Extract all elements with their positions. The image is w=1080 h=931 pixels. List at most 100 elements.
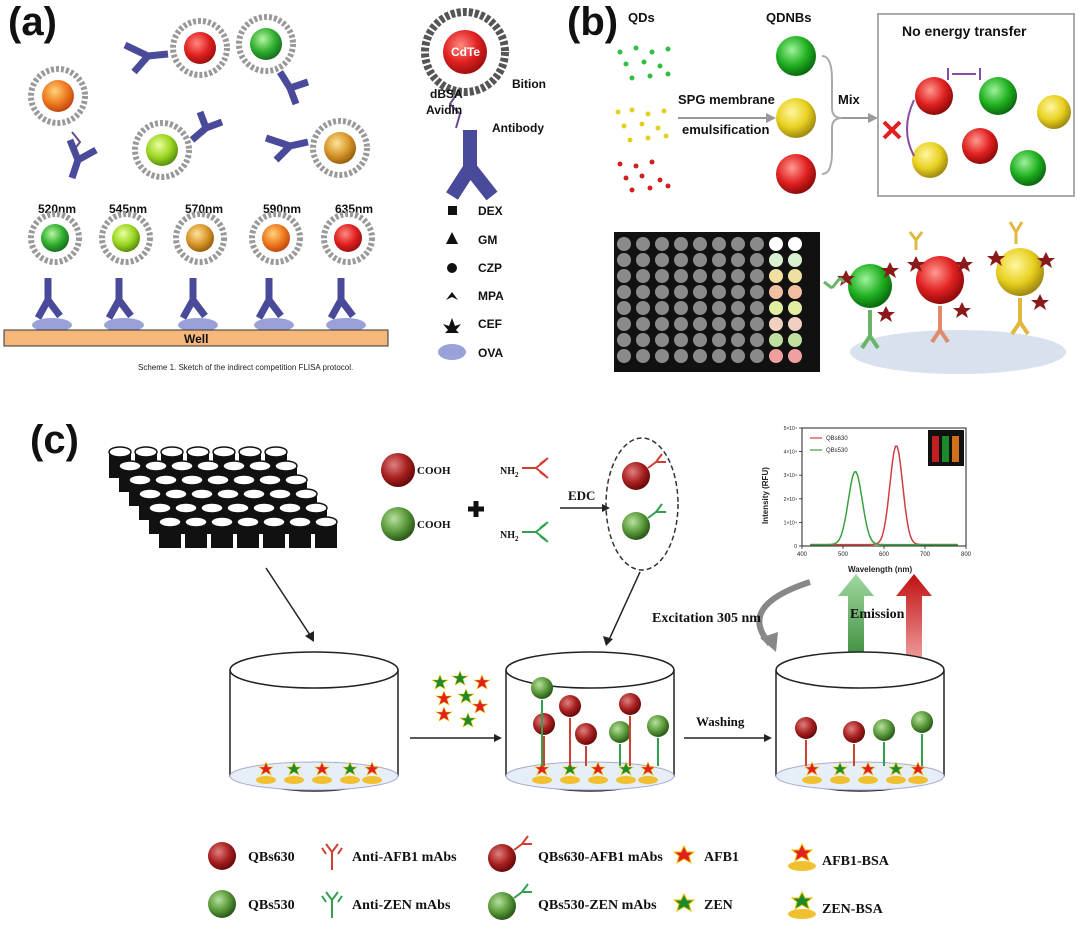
plate-well <box>769 317 783 331</box>
legend-label-cef: CEF <box>478 317 502 331</box>
qdnbs-label: QDNBs <box>766 10 812 25</box>
plate-well <box>674 317 688 331</box>
plate-well <box>636 301 650 315</box>
plate-well <box>750 317 764 331</box>
plate-well <box>788 301 802 315</box>
legend-label-gm: GM <box>478 233 497 247</box>
plate-well <box>636 349 650 363</box>
plate-well <box>693 301 707 315</box>
plate-well <box>655 349 669 363</box>
green-bead-icon <box>208 890 236 918</box>
plate-3d-well <box>159 522 181 548</box>
qd-complex-amber <box>264 118 370 178</box>
nh2-label-1: NH2 <box>500 466 519 479</box>
qd-dots-red <box>617 159 671 193</box>
green-star-bsa-icon <box>790 890 814 911</box>
plate-well <box>769 253 783 267</box>
legend-qbs530-label: QBs530 <box>248 898 295 913</box>
panel-b-letter: (b) <box>567 0 619 44</box>
plate-well <box>655 253 669 267</box>
panel-a-letter: (a) <box>8 0 57 44</box>
qd-complex-red <box>123 18 230 78</box>
plate-well <box>769 237 783 251</box>
avidin-label: Avidin <box>426 103 462 117</box>
anti-zen-reagent <box>522 521 549 543</box>
plate-well <box>674 285 688 299</box>
legend-qbs630-label: QBs630 <box>248 850 295 865</box>
plate-well <box>693 237 707 251</box>
legend-zen-label: ZEN <box>704 898 733 913</box>
plate-well <box>788 253 802 267</box>
legend-qbs630: QBs630 <box>826 436 848 442</box>
plate-well <box>788 237 802 251</box>
anti-afb1-reagent <box>522 457 549 479</box>
chart-x-tick: 700 <box>920 552 931 558</box>
well-bar <box>3 329 389 347</box>
plate-well <box>693 333 707 347</box>
plate-well <box>674 237 688 251</box>
qd-complex-orange <box>28 66 98 180</box>
plate-well <box>655 333 669 347</box>
qd-complex-lime <box>132 110 224 180</box>
plate-3d-well <box>185 522 207 548</box>
microplate-3d <box>108 446 338 548</box>
plate-well <box>674 333 688 347</box>
plate-well <box>655 317 669 331</box>
emission-arrow-green <box>838 574 874 662</box>
legend-afb1-label: AFB1 <box>704 850 739 865</box>
plate-well <box>617 253 631 267</box>
plate-well <box>712 317 726 331</box>
plate-to-well-arrow <box>265 567 313 639</box>
bead-stars <box>837 250 1055 322</box>
legend-label-czp: CZP <box>478 261 502 275</box>
plate-well <box>769 301 783 315</box>
emulsification-arrow-head <box>766 113 776 123</box>
plate-3d-well <box>211 522 233 548</box>
qdnb-red <box>776 154 816 194</box>
plate-well <box>636 237 650 251</box>
antibody-label: Antibody <box>492 121 544 135</box>
plate-well <box>750 237 764 251</box>
analyte-star <box>458 712 478 728</box>
qbs530-reagent <box>381 507 415 541</box>
wavelength-label-5: 635nm <box>335 202 373 216</box>
plate-well <box>674 253 688 267</box>
plate-well <box>693 285 707 299</box>
plate-well <box>636 317 650 331</box>
analyte-stars <box>430 670 492 728</box>
plate-well <box>750 285 764 299</box>
scheme-caption: Scheme 1. Sketch of the indirect competi… <box>138 363 353 372</box>
red-star-bsa-icon <box>790 842 814 863</box>
emission-arrow-red <box>896 574 932 662</box>
red-bead-antibody-icon <box>488 844 516 872</box>
star-icon <box>443 318 461 333</box>
chart-x-tick: 500 <box>838 552 849 558</box>
plate-well <box>731 333 745 347</box>
plate-well <box>655 301 669 315</box>
cooh-label-1: COOH <box>417 465 451 477</box>
washing-label: Washing <box>696 714 745 729</box>
panel-b: QDs QDNBs SPG membrane emulsification Mi… <box>614 10 1075 374</box>
plate-well <box>655 237 669 251</box>
plate-well <box>769 269 783 283</box>
plate-3d-well <box>237 522 259 548</box>
bound-qd-590 <box>249 211 303 332</box>
blocked-transfer-arrow <box>906 99 915 157</box>
chart-y-tick: 2×10⁴ <box>784 497 797 503</box>
plate-well <box>712 253 726 267</box>
plate-well <box>750 349 764 363</box>
panel-a: 520nm 545nm 570nm 590nm 635nm Well Schem… <box>3 8 546 372</box>
no-energy-transfer-title: No energy transfer <box>902 23 1027 39</box>
bound-qd-545 <box>99 211 153 332</box>
analyte-star <box>434 706 454 722</box>
well-3 <box>775 651 945 792</box>
wavelength-label-4: 590nm <box>263 202 301 216</box>
conjugate-ellipse <box>605 437 679 571</box>
plate-3d-well <box>263 522 285 548</box>
qds-label: QDs <box>628 10 655 25</box>
legend-label-ova: OVA <box>478 346 503 360</box>
microplate-wells <box>617 237 802 363</box>
mix-label: Mix <box>838 92 860 107</box>
plate-well <box>712 269 726 283</box>
plate-well <box>655 269 669 283</box>
